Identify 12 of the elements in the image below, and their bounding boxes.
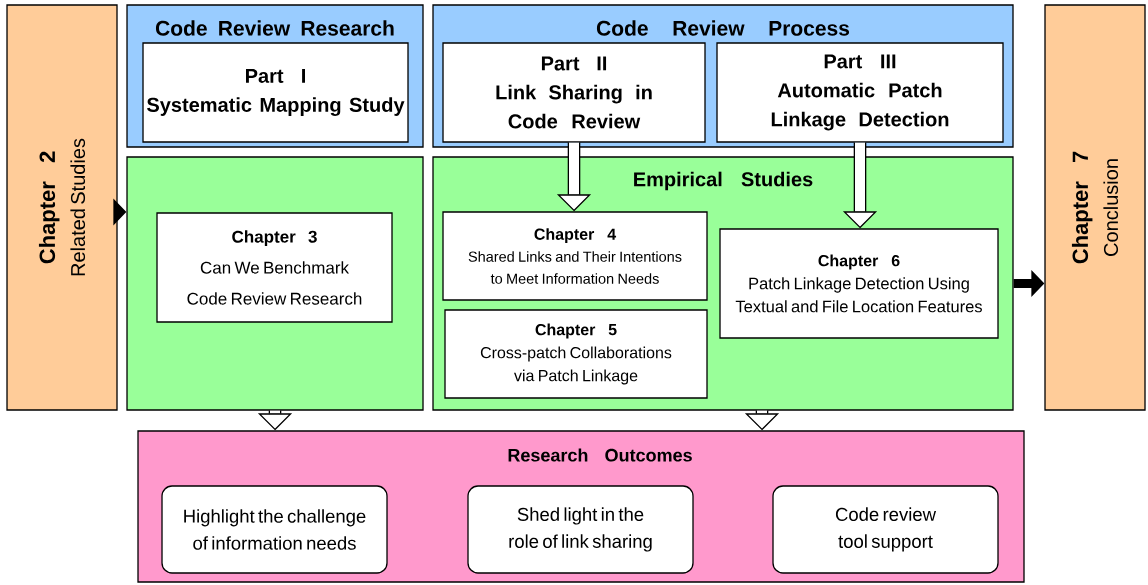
outcome-box: Code review tool support	[772, 485, 999, 574]
chapter-box: Chapter 2 Related Studies	[6, 4, 118, 411]
part-box: Part II Link Sharing in Code Review	[442, 42, 706, 143]
chapter-box: Chapter 4 Shared Links and Their Intentions to Meet Information Needs	[442, 211, 708, 301]
part-box: Part III Automatic Patch Linkage Detection	[716, 42, 1004, 143]
outcome-box: Shed light in the role of link sharing	[467, 485, 694, 574]
part-box: Part I Systematic Mapping Study	[142, 42, 409, 143]
chapter-box: Chapter 7 Conclusion	[1044, 4, 1146, 411]
chapter-box: Chapter 3 Can We Benchmark Code Review Research	[156, 212, 393, 323]
chapter-box: Chapter 5 Cross-patch Collaborations via Patch Linkage	[444, 309, 708, 399]
chapter-box: Chapter 6 Patch Linkage Detection Using Textual and File Location Features	[719, 228, 999, 339]
outcome-box: Highlight the challenge of information needs	[161, 485, 388, 574]
